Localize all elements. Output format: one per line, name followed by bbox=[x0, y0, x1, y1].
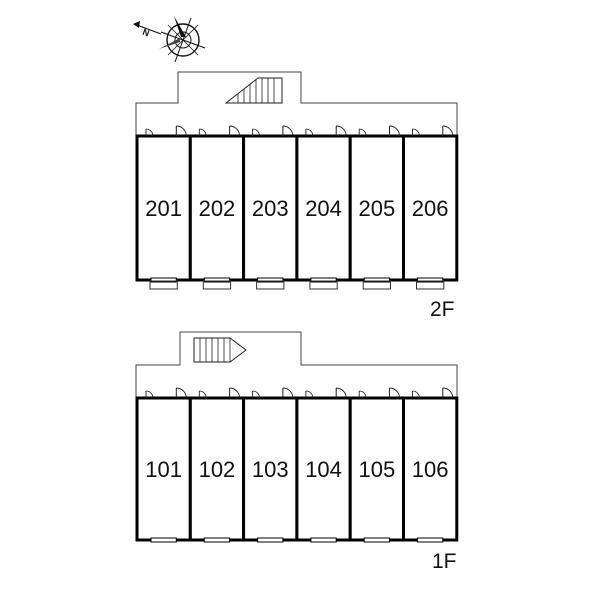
unit: 206 bbox=[402, 125, 459, 290]
unit-wall bbox=[295, 134, 352, 282]
window bbox=[257, 537, 284, 543]
unit-wall bbox=[135, 396, 192, 542]
stairs-icon bbox=[224, 77, 283, 104]
window bbox=[363, 537, 391, 543]
unit: 106 bbox=[402, 387, 459, 543]
unit-label: 105 bbox=[358, 457, 395, 482]
unit: 104 bbox=[295, 387, 352, 543]
unit-label: 204 bbox=[305, 196, 342, 221]
window bbox=[310, 537, 337, 543]
unit: 203 bbox=[242, 125, 299, 290]
balcony bbox=[202, 280, 232, 290]
floor-2f: 201 202 203 204 205 206 2F bbox=[135, 71, 459, 321]
window bbox=[417, 277, 444, 283]
window bbox=[150, 277, 177, 283]
door-icon bbox=[412, 387, 454, 399]
window bbox=[363, 277, 391, 283]
unit: 105 bbox=[348, 387, 406, 543]
unit-label: 206 bbox=[412, 196, 449, 221]
balcony bbox=[149, 280, 178, 290]
door-icon bbox=[358, 387, 400, 399]
units-row-2f: 201 202 203 204 205 206 bbox=[135, 125, 459, 290]
balcony bbox=[309, 280, 338, 290]
unit: 103 bbox=[242, 387, 299, 543]
balcony bbox=[256, 280, 285, 290]
compass-rose-icon bbox=[159, 16, 206, 63]
unit-label: 205 bbox=[358, 196, 395, 221]
unit: 102 bbox=[188, 387, 246, 543]
door-icon bbox=[412, 125, 454, 137]
door-icon bbox=[305, 387, 347, 399]
window bbox=[203, 277, 231, 283]
stairs-icon bbox=[193, 337, 247, 363]
unit: 202 bbox=[188, 125, 246, 290]
unit-label: 201 bbox=[145, 196, 182, 221]
floor-1f: 101 102 103 104 105 106 1F bbox=[135, 331, 459, 573]
floor-label: 2F bbox=[430, 298, 455, 321]
unit: 204 bbox=[295, 125, 352, 290]
corridor-outline bbox=[135, 331, 458, 398]
door-icon bbox=[198, 125, 241, 137]
balcony bbox=[362, 280, 392, 290]
unit-wall bbox=[402, 134, 459, 282]
window bbox=[310, 277, 337, 283]
unit-label: 202 bbox=[199, 196, 236, 221]
unit-label: 106 bbox=[412, 457, 449, 482]
north-arrow-icon bbox=[133, 21, 162, 35]
unit-label: 203 bbox=[252, 196, 289, 221]
window bbox=[417, 537, 444, 543]
unit-wall bbox=[295, 396, 352, 542]
door-icon bbox=[252, 387, 294, 399]
unit-label: 104 bbox=[305, 457, 342, 482]
door-icon bbox=[198, 387, 241, 399]
unit: 201 bbox=[135, 125, 192, 290]
unit-label: 101 bbox=[145, 457, 182, 482]
door-icon bbox=[358, 125, 400, 137]
door-icon bbox=[145, 125, 187, 137]
compass: N bbox=[133, 16, 206, 63]
door-icon bbox=[305, 125, 347, 137]
window bbox=[203, 537, 231, 543]
balcony bbox=[416, 280, 445, 290]
unit: 101 bbox=[135, 387, 192, 543]
door-icon bbox=[145, 387, 187, 399]
units-row-1f: 101 102 103 104 105 106 bbox=[135, 387, 459, 543]
door-icon bbox=[252, 125, 294, 137]
floor-label: 1F bbox=[432, 550, 457, 573]
unit-label: 102 bbox=[199, 457, 236, 482]
window bbox=[150, 537, 177, 543]
corridor-outline bbox=[135, 71, 458, 136]
north-label: N bbox=[141, 27, 151, 39]
unit: 205 bbox=[348, 125, 406, 290]
unit-label: 103 bbox=[252, 457, 289, 482]
window bbox=[257, 277, 284, 283]
unit-wall bbox=[348, 134, 406, 282]
